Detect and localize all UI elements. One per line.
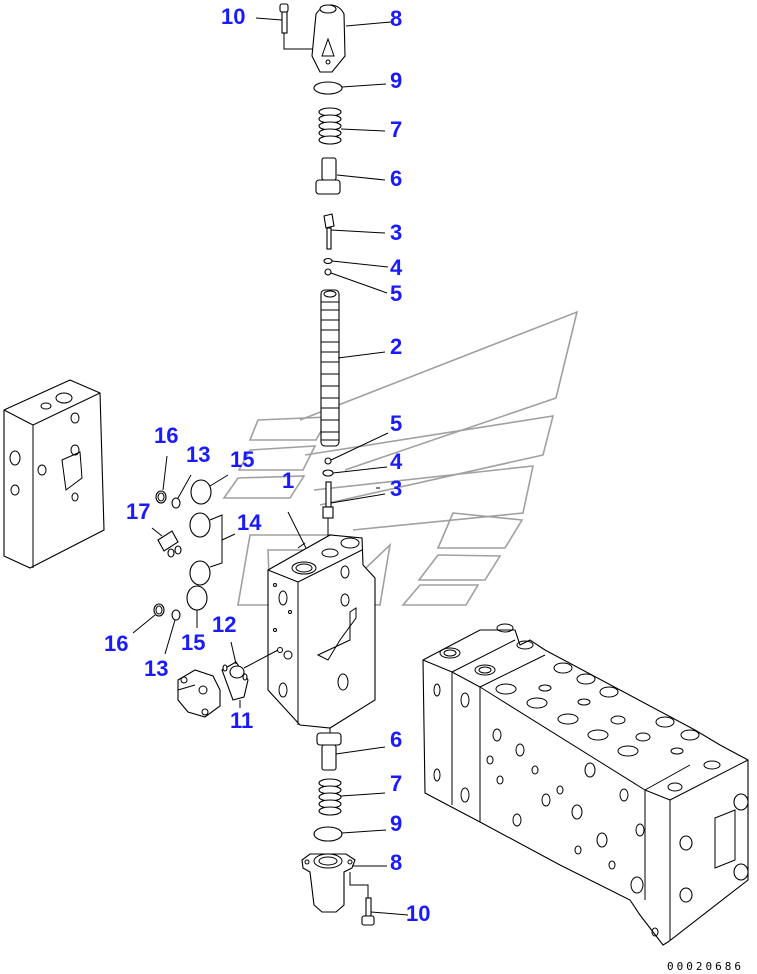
callout-4-top: 4 <box>390 255 403 280</box>
callout-7-bot: 7 <box>390 771 403 796</box>
control-valve-assembly <box>422 623 749 946</box>
cap-8-bot <box>301 853 387 913</box>
o-ring-9-bot <box>313 826 387 842</box>
spring-7-top <box>318 107 386 145</box>
callout-2: 2 <box>390 334 403 359</box>
callout-3-mid: 3 <box>390 476 403 501</box>
plug-3-top <box>323 213 386 250</box>
spring-7-bot <box>318 778 386 816</box>
callout-9-bot: 9 <box>390 811 403 836</box>
backup-ring-5-top <box>324 268 388 294</box>
spool-2 <box>320 289 386 447</box>
retainer-6-bot <box>316 732 386 771</box>
bolt-10-bot <box>361 897 409 926</box>
callout-13-bot: 13 <box>144 656 169 681</box>
callout-8-bot: 8 <box>390 850 403 875</box>
callout-15-top: 15 <box>230 447 255 472</box>
callout-14: 14 <box>237 510 262 535</box>
callout-16-top: 16 <box>154 423 179 448</box>
document-id: 00020686 <box>667 960 744 973</box>
callout-3-top: 3 <box>390 220 403 245</box>
seal-group <box>132 455 236 655</box>
retainer-6-top <box>315 157 386 195</box>
callout-16-bot: 16 <box>104 631 129 656</box>
callout-7-top: 7 <box>390 117 403 142</box>
callout-4-mid: 4 <box>390 449 403 474</box>
bolt-10-top <box>255 3 326 50</box>
callout-5-top: 5 <box>390 281 403 306</box>
callout-1: 1 <box>282 468 295 493</box>
o-ring-4-mid <box>322 466 388 477</box>
callout-6-bot: 6 <box>390 727 403 752</box>
flange-block <box>177 669 221 718</box>
cap-8-top <box>311 4 392 73</box>
callout-10-top: 10 <box>221 4 246 29</box>
o-ring-4-top <box>323 257 389 268</box>
plate-11 <box>221 641 279 708</box>
callout-6-top: 6 <box>390 166 403 191</box>
valve-section-1 <box>267 511 376 745</box>
callout-12: 12 <box>212 612 237 637</box>
plug-3-mid <box>322 481 386 540</box>
callout-17: 17 <box>126 499 151 524</box>
end-block-left <box>3 379 105 569</box>
callout-9-top: 9 <box>390 68 403 93</box>
callout-5-mid: 5 <box>390 411 403 436</box>
backup-ring-5-mid <box>324 432 389 465</box>
callout-10-bot: 10 <box>406 901 431 926</box>
callout-8-top: 8 <box>390 6 403 31</box>
callout-13-top: 13 <box>186 442 211 467</box>
o-ring-9-top <box>313 81 387 95</box>
callout-11: 11 <box>230 708 254 733</box>
callout-15-bot: 15 <box>181 630 206 655</box>
